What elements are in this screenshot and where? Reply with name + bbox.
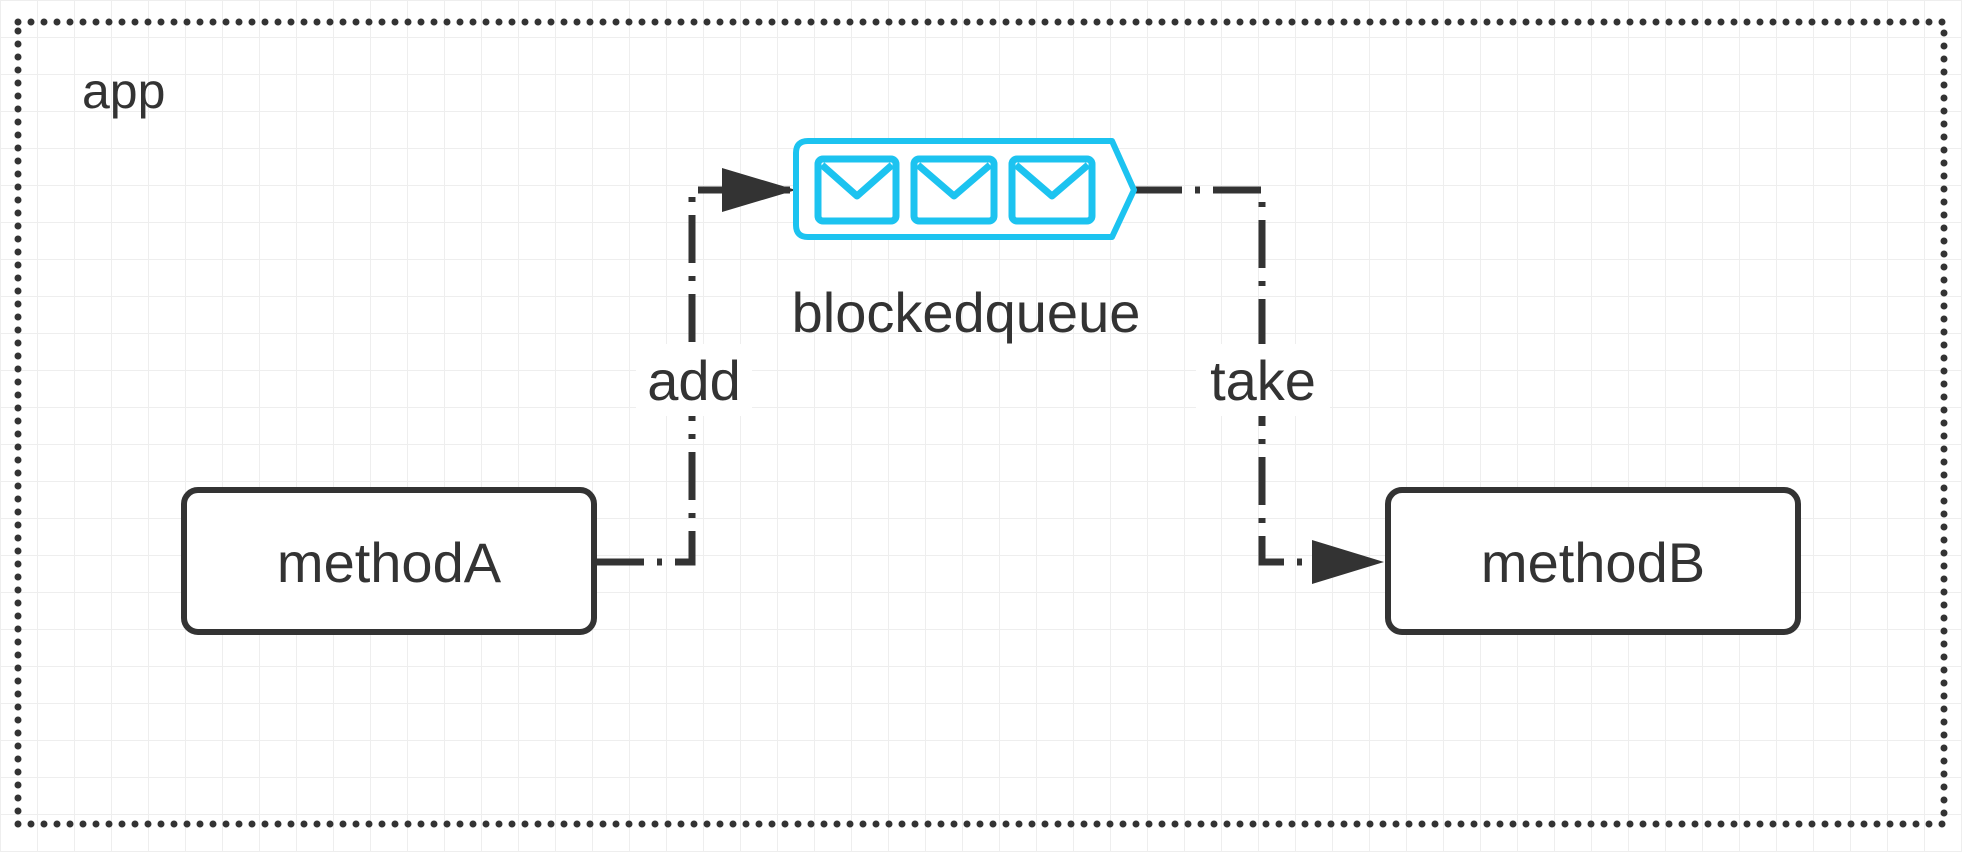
node-method-a-box <box>181 487 597 635</box>
edge-take-line <box>1134 186 1314 566</box>
edge-take-label: take <box>1210 349 1316 412</box>
edge-add-arrowhead <box>722 168 796 212</box>
node-queue-label: blockedqueue <box>792 281 1141 344</box>
envelope-icon <box>814 155 900 225</box>
node-method-b[interactable]: methodB <box>1385 487 1801 635</box>
node-method-b-box <box>1385 487 1801 635</box>
app-container-border <box>14 18 1948 828</box>
node-method-a[interactable]: methodA <box>181 487 597 635</box>
edge-take-label-bg <box>1196 344 1330 416</box>
node-method-b-label: methodB <box>1481 531 1705 594</box>
node-queue[interactable]: blockedqueue <box>792 138 1141 344</box>
edge-add-label-bg <box>636 344 752 416</box>
edge-take-arrowhead <box>1312 540 1384 584</box>
edge-add[interactable]: add <box>596 168 796 566</box>
envelope-icon <box>1008 155 1096 225</box>
edge-add-label: add <box>647 349 740 412</box>
message-queue-icon <box>793 138 1137 240</box>
edge-take[interactable]: take <box>1134 186 1384 584</box>
app-container-label: app <box>82 63 165 119</box>
envelope-icon <box>910 155 998 225</box>
app-container[interactable]: app <box>14 18 1948 828</box>
node-method-a-label: methodA <box>277 531 502 594</box>
